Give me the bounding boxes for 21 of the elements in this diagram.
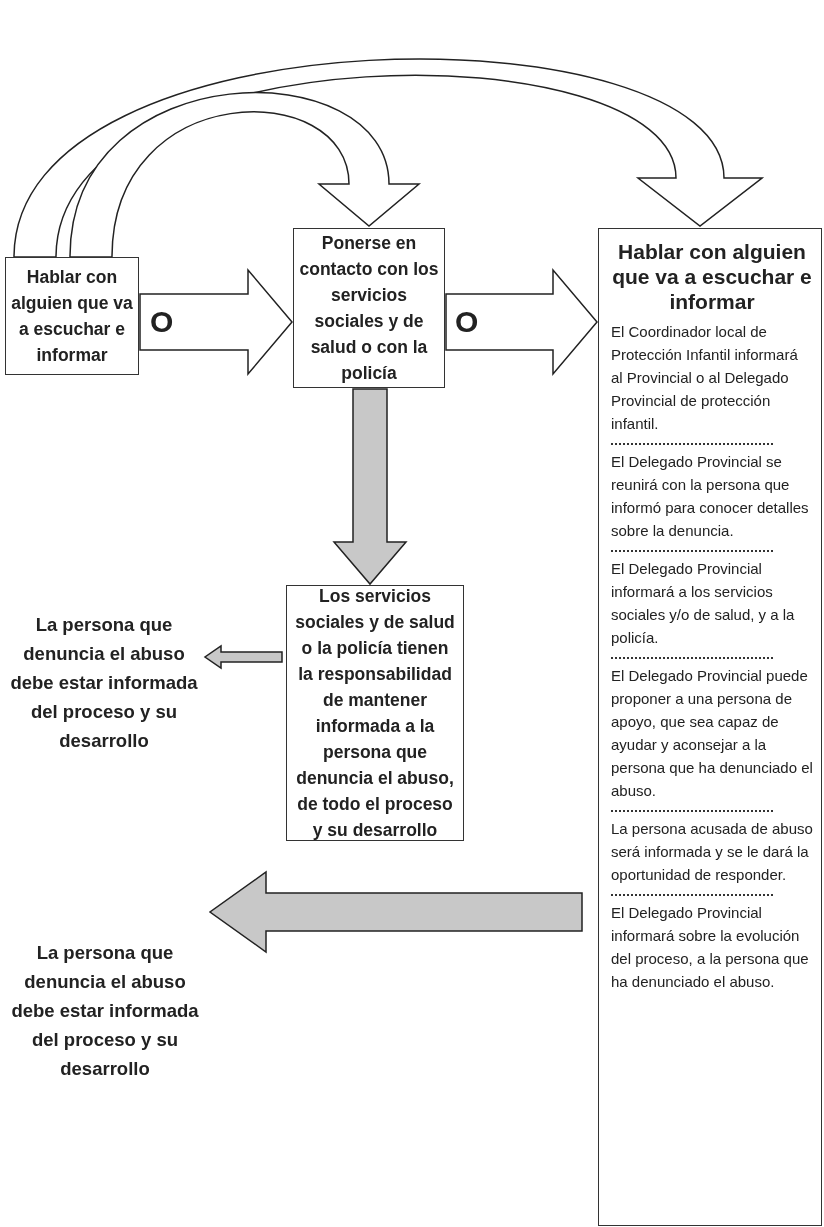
box-paragraph: La persona acusada de abuso será informada y se le dará la oportunidad de responder. xyxy=(611,819,813,885)
box-paragraph: El Delegado Provincial informará a los servicios sociales y/o de salud, y a la policía. xyxy=(611,559,796,648)
box-paragraph: El Delegado Provincial se reunirá con la persona que informó para conocer detalles sobre la denuncia. xyxy=(611,452,810,541)
process-box xyxy=(598,228,822,1226)
box-text: Hablar con alguien que va a escuchar e informar xyxy=(11,266,133,367)
box-text: Ponerse en contacto con los servicios sociales y de salud o con la policía xyxy=(299,232,439,385)
block-arrow xyxy=(139,267,293,377)
box-heading: Hablar con alguien que va a escuchar e informar xyxy=(611,239,813,314)
curved-block-arrow xyxy=(69,92,420,258)
box-paragraph: El Coordinador local de Protección Infantil informará al Provincial o al Delegado Provincial de protección infantil. xyxy=(611,322,799,434)
block-arrow xyxy=(332,388,408,586)
curved-block-arrow xyxy=(13,59,763,258)
note-text: La persona que denuncia el abuso debe estar informada del proceso y su desarrollo xyxy=(10,940,200,1081)
block-arrow xyxy=(203,644,283,670)
box-paragraph: El Delegado Provincial informará sobre la evolución del proceso, a la persona que ha denunciado el abuso. xyxy=(611,903,810,992)
box-text: Los servicios sociales y de salud o la policía tienen la responsabilidad de mantener informada a la persona que denuncia el abuso, de todo el proceso y su desarrollo xyxy=(294,585,456,842)
process-box xyxy=(5,257,139,375)
block-arrow xyxy=(208,870,583,954)
block-arrow xyxy=(445,267,598,377)
note-text: La persona que denuncia el abuso debe estar informada del proceso y su desarrollo xyxy=(10,613,198,753)
box-paragraph: El Delegado Provincial puede proponer a una persona de apoyo, que sea capaz de ayudar y aconsejar a la persona que ha denunciado el abuso. xyxy=(611,666,813,801)
